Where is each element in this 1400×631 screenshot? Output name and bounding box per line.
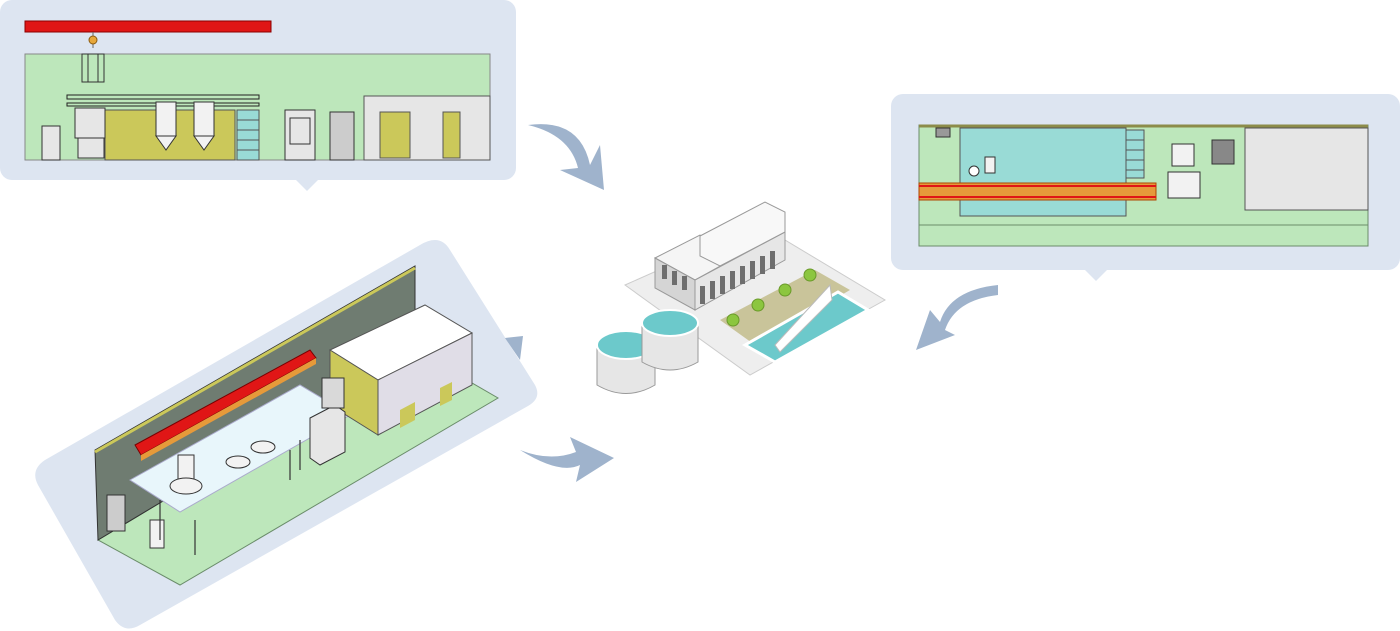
iso-cabinet xyxy=(309,377,346,466)
plan-view-pointer xyxy=(1085,270,1107,281)
curved-arrow-icon xyxy=(520,437,614,482)
elevation-view-pointer xyxy=(296,180,318,191)
stair-block xyxy=(236,109,260,161)
tree-icon xyxy=(726,268,817,327)
isometric-pointer xyxy=(505,336,523,360)
plan-machine xyxy=(1171,143,1195,167)
tank-left xyxy=(155,101,177,151)
iso-tanks xyxy=(149,440,276,549)
storage-tank-icon xyxy=(596,309,699,394)
curved-arrow-icon xyxy=(916,285,998,350)
plan-gray-room xyxy=(1244,127,1369,211)
tank-right xyxy=(193,101,215,151)
crane-beam xyxy=(24,20,272,33)
plan-crane-beam xyxy=(918,182,1157,201)
curved-arrow-icon xyxy=(528,124,604,190)
crane-icon xyxy=(88,35,98,45)
